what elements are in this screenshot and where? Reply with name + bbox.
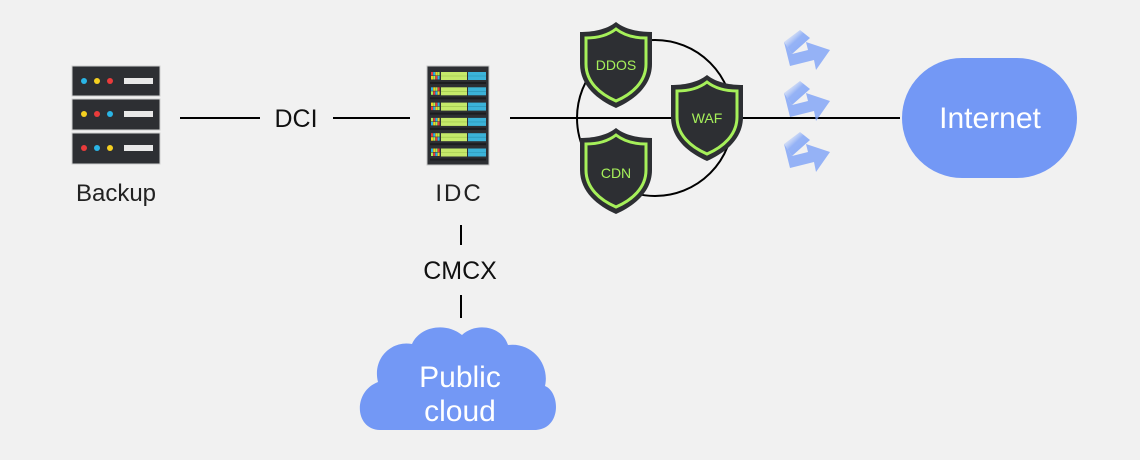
idc-rack-unit <box>430 87 486 100</box>
backup-server-icon[interactable] <box>71 65 161 165</box>
traffic-arrow-icon <box>784 30 830 70</box>
cloud-icon <box>359 327 556 430</box>
cdn-shield-icon[interactable]: CDN <box>580 128 652 214</box>
backup-server-unit <box>71 65 161 97</box>
backup-server-unit <box>71 132 161 165</box>
dci-label: DCI <box>274 105 317 133</box>
waf-shield-icon[interactable]: WAF <box>671 75 743 161</box>
ddos-label: DDOS <box>596 57 636 73</box>
idc-rack-unit <box>430 148 486 161</box>
ddos-shield-icon[interactable]: DDOS <box>580 22 652 108</box>
traffic-arrow-icon <box>784 132 830 172</box>
backup-label: Backup <box>76 180 156 207</box>
internet-label: Internet <box>939 102 1041 135</box>
waf-label: WAF <box>692 110 723 126</box>
idc-rack-icon[interactable] <box>426 65 490 166</box>
traffic-arrows <box>784 30 830 172</box>
traffic-arrow-icon <box>784 81 830 121</box>
cdn-label: CDN <box>601 165 631 181</box>
cmcx-label: CMCX <box>423 257 497 285</box>
backup-server-unit <box>71 98 161 131</box>
public-cloud-label-line1: Public <box>419 361 501 394</box>
idc-label: IDC <box>435 180 482 207</box>
internet-node[interactable]: Internet <box>902 58 1077 178</box>
public-cloud-node[interactable]: Public cloud <box>359 327 556 430</box>
idc-rack-unit <box>430 117 486 130</box>
idc-rack-unit <box>430 133 486 146</box>
idc-rack-unit <box>430 72 486 84</box>
idc-rack-unit <box>430 102 486 115</box>
idc-rack-units <box>430 72 486 161</box>
public-cloud-label-line2: cloud <box>424 395 496 428</box>
